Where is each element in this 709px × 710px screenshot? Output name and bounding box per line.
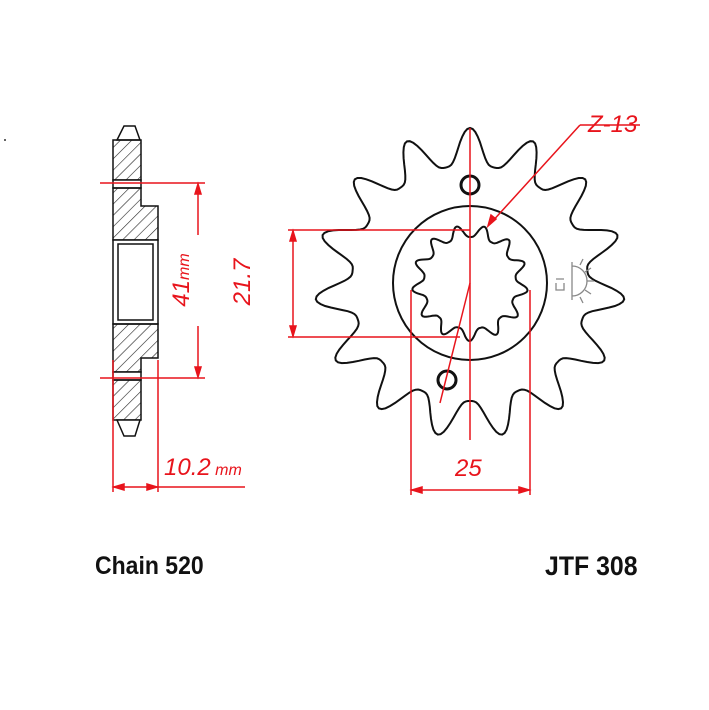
bolt-hole-bottom xyxy=(436,369,458,391)
dot xyxy=(4,139,6,141)
front-dimensions xyxy=(288,124,640,495)
bore-height-unit: mm xyxy=(176,253,193,280)
side-profile xyxy=(112,125,159,437)
hub-width-label: 10.2 mm xyxy=(164,454,242,482)
hub-width-value: 10.2 xyxy=(164,454,211,481)
chain-label: Chain 520 xyxy=(95,552,204,580)
side-dimensions xyxy=(100,181,245,492)
part-number: JTF 308 xyxy=(545,551,638,581)
bore-height-label: 41mm xyxy=(168,240,196,320)
hub-width-unit: mm xyxy=(215,462,242,479)
spline-count-label: Z-13 xyxy=(588,111,638,138)
spline-width-label: 21.7 xyxy=(229,258,256,306)
spline-diameter-label: 25 xyxy=(455,455,482,482)
inspection-symbol xyxy=(555,258,594,304)
bore-height-value: 41 xyxy=(168,279,195,307)
